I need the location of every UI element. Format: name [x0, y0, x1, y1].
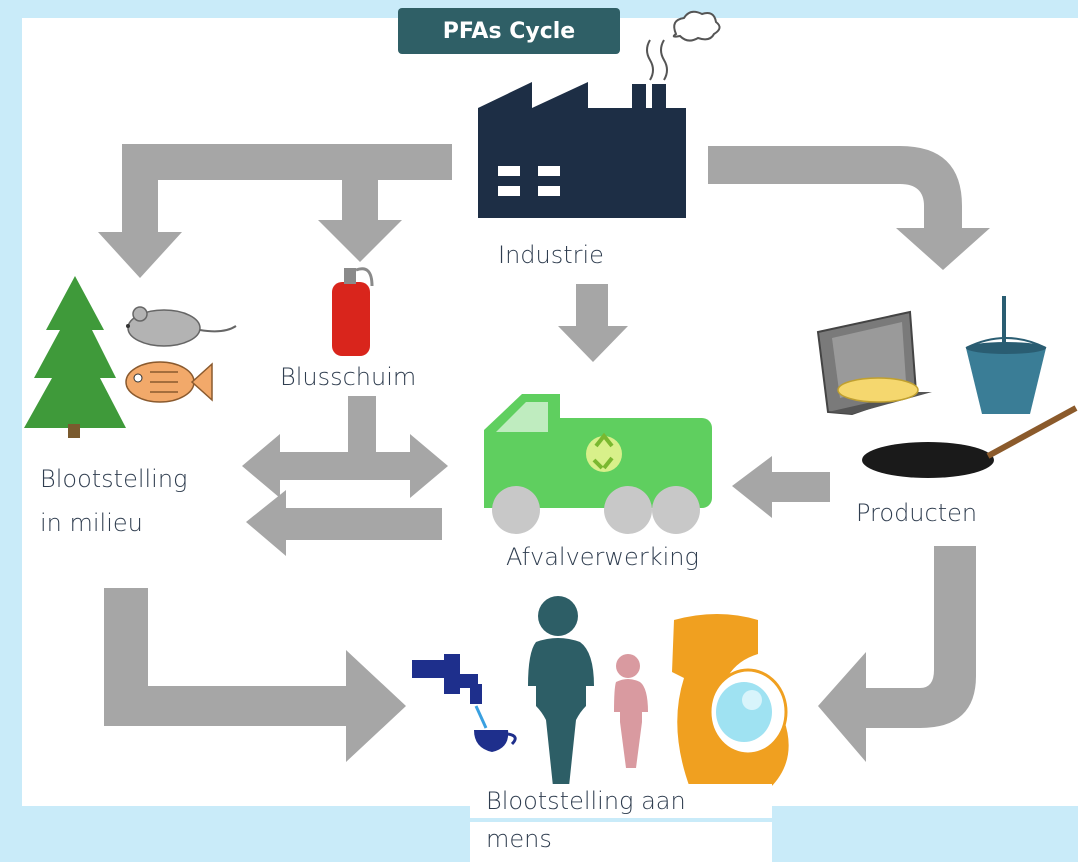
arrow-milieu-to-mens [104, 588, 406, 762]
bucket-icon [965, 296, 1047, 414]
arrow-to-afval-head [558, 326, 628, 362]
adult-icon [528, 596, 594, 796]
label-mens-line2: mens [470, 822, 772, 862]
child-icon [614, 654, 648, 768]
arrow-producten-to-afval [732, 456, 830, 518]
factory-icon [478, 10, 721, 218]
arrow-to-milieu-stem [122, 144, 158, 234]
truck-icon [484, 394, 712, 534]
extinguisher-icon [332, 267, 374, 356]
arrow-to-producten [708, 146, 990, 270]
label-afvalverwerking: Afvalverwerking [506, 543, 699, 571]
label-blusschuim: Blusschuim [270, 360, 476, 396]
arrow-to-afval-stem [576, 284, 608, 328]
label-producten: Producten [856, 499, 978, 527]
fish-icon [125, 361, 213, 403]
title-banner: PFAs Cycle [398, 8, 620, 54]
arrow-to-blusschuim-stem [342, 160, 378, 222]
arrow-milieu-afval-both [242, 434, 448, 498]
laptop-icon [816, 310, 932, 416]
arrow-afval-to-milieu [246, 490, 442, 556]
arrow-to-milieu-head [98, 232, 182, 278]
label-milieu-line2: in milieu [32, 506, 204, 548]
label-industrie: Industrie [498, 241, 604, 269]
diagram-title: PFAs Cycle [442, 18, 576, 44]
pregnant-icon [672, 614, 789, 788]
arrows [98, 144, 990, 762]
arrow-industry-left-bar [122, 144, 452, 180]
label-milieu-line1: Blootstelling [32, 462, 204, 496]
arrow-producten-to-mens [818, 546, 976, 762]
pan-icon [862, 405, 1078, 478]
tap-icon [412, 654, 517, 752]
tree-icon [24, 276, 126, 438]
mouse-icon [126, 306, 237, 347]
arrow-to-blusschuim-head [318, 220, 402, 262]
recycle-icon [586, 432, 622, 472]
label-mens-line1: Blootstelling aan [470, 784, 772, 818]
